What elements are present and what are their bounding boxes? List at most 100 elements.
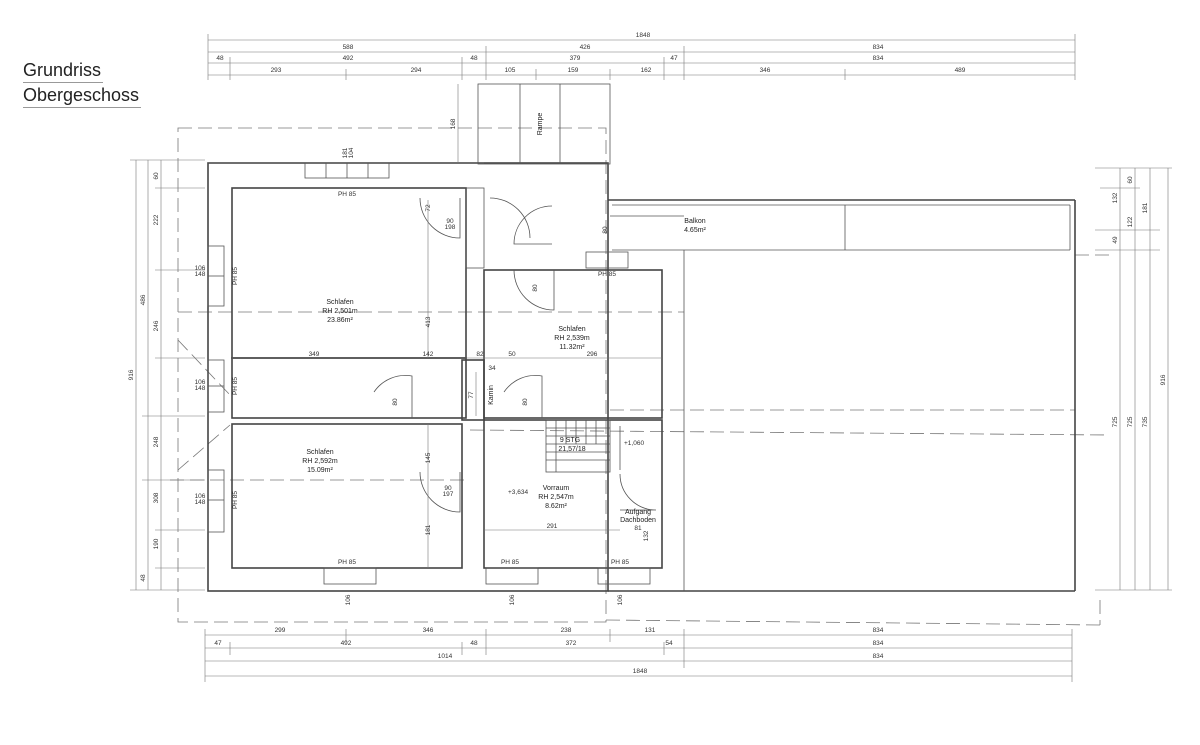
dim-142: 142 bbox=[423, 351, 434, 358]
dim-bottom-1014: 1014 bbox=[438, 653, 453, 660]
dim-bottom-834b: 834 bbox=[873, 640, 884, 647]
room-2-height: RH 2,539m bbox=[554, 335, 590, 342]
door-3 bbox=[513, 205, 553, 245]
bottom-dimension-chains bbox=[204, 629, 1073, 682]
room-3-name: Schlafen bbox=[306, 449, 333, 456]
interior-dimension-lines bbox=[232, 84, 662, 568]
stairs bbox=[545, 419, 621, 473]
door-label-90: 90 bbox=[446, 218, 454, 225]
dim-top-162: 162 bbox=[641, 67, 652, 74]
door-label-90b: 90 bbox=[444, 485, 452, 492]
room-2-name: Schlafen bbox=[558, 326, 585, 333]
kamin-label: Kamin bbox=[488, 385, 495, 405]
dim-bottom-834a: 834 bbox=[873, 627, 884, 634]
room-1-height: RH 2,501m bbox=[322, 308, 358, 315]
dim-top-426: 426 bbox=[580, 44, 591, 51]
room-4-area: 8.62m² bbox=[545, 503, 567, 510]
dim-bottom-238: 238 bbox=[561, 627, 572, 634]
dachboden-label: Dachboden bbox=[620, 517, 656, 524]
level-label-2: +3,634 bbox=[508, 489, 528, 496]
dim-left-190: 190 bbox=[153, 538, 160, 549]
dim-right-122: 122 bbox=[1127, 216, 1134, 227]
dim-top-346: 346 bbox=[760, 67, 771, 74]
dim-413: 413 bbox=[425, 316, 432, 327]
dim-left-48: 48 bbox=[140, 574, 147, 582]
dim-296: 296 bbox=[587, 351, 598, 358]
room-3-area: 15.09m² bbox=[307, 467, 333, 474]
door-1 bbox=[419, 197, 461, 239]
dim-top-492: 492 bbox=[343, 55, 354, 62]
door-5 bbox=[373, 375, 413, 418]
win-label-106a: 106 bbox=[195, 265, 206, 272]
dim-bottom-48: 48 bbox=[470, 640, 478, 647]
dim-349: 349 bbox=[309, 351, 320, 358]
dim-bottom-47: 47 bbox=[214, 640, 222, 647]
doors bbox=[373, 197, 657, 513]
dim-right-916: 916 bbox=[1160, 374, 1167, 385]
door-6 bbox=[503, 375, 543, 418]
room-2-area: 11.32m² bbox=[559, 344, 585, 351]
window-left-3 bbox=[207, 469, 225, 533]
window-bottom-3 bbox=[597, 567, 651, 585]
dim-top-489: 489 bbox=[955, 67, 966, 74]
dim-left-486: 486 bbox=[140, 294, 147, 305]
ph-label-3: PH 85 bbox=[338, 559, 356, 566]
dim-top-105: 105 bbox=[505, 67, 516, 74]
ph-label-2: PH 85 bbox=[598, 271, 616, 278]
room-3-height: RH 2,592m bbox=[302, 458, 338, 465]
window-middle bbox=[585, 251, 629, 269]
room-4-name: Vorraum bbox=[543, 485, 570, 492]
room-schlafen-3: Schlafen RH 2,592m 15.09m² bbox=[302, 449, 338, 474]
door-label-80a: 80 bbox=[392, 398, 399, 406]
dim-left-60: 60 bbox=[153, 172, 160, 180]
room-5-area: 4.65m² bbox=[684, 227, 706, 234]
dim-top-379: 379 bbox=[570, 55, 581, 62]
top-dimension-chains bbox=[207, 34, 1076, 80]
stairs-label: 9 STG bbox=[560, 437, 580, 444]
dim-291: 291 bbox=[547, 523, 558, 530]
aufgang-label: Aufgang bbox=[625, 509, 651, 516]
dim-right-49: 49 bbox=[1112, 236, 1119, 244]
dashed-outlines bbox=[170, 127, 1111, 626]
dim-top-834a: 834 bbox=[873, 44, 884, 51]
room-balkon: Balkon 4.65m² bbox=[684, 218, 706, 234]
plan-title: Grundriss Obergeschoss bbox=[23, 58, 142, 108]
door-7 bbox=[419, 471, 461, 513]
door-2 bbox=[489, 197, 531, 239]
dim-bottom-299: 299 bbox=[275, 627, 286, 634]
rampe-label: Rampe bbox=[537, 113, 544, 136]
win-label-bottom-3: 106 bbox=[617, 594, 624, 605]
door-label-197: 197 bbox=[443, 491, 454, 498]
win-label-106b: 106 bbox=[195, 379, 206, 386]
dim-top-48a: 48 bbox=[216, 55, 224, 62]
dim-bottom-346: 346 bbox=[423, 627, 434, 634]
ph-label-1: PH 85 bbox=[338, 191, 356, 198]
dim-181: 181 bbox=[425, 524, 432, 535]
dim-right-735: 735 bbox=[1142, 416, 1149, 427]
room-1-name: Schlafen bbox=[326, 299, 353, 306]
stairs-dim-label: 21,57/18 bbox=[558, 446, 585, 453]
dim-top-159: 159 bbox=[568, 67, 579, 74]
dim-72: 72 bbox=[425, 204, 432, 212]
left-dimension-chains bbox=[130, 159, 205, 591]
dim-left-246: 246 bbox=[153, 320, 160, 331]
win-label-106c: 106 bbox=[195, 493, 206, 500]
dim-bottom-131: 131 bbox=[645, 627, 656, 634]
door-label-80c: 80 bbox=[532, 284, 539, 292]
dim-bottom-492: 492 bbox=[341, 640, 352, 647]
title-line-2: Obergeschoss bbox=[23, 83, 142, 108]
room-5-name: Balkon bbox=[684, 218, 706, 225]
ph-label-7: PH 85 bbox=[232, 377, 239, 395]
dim-top-294: 294 bbox=[411, 67, 422, 74]
dim-left-308: 308 bbox=[153, 492, 160, 503]
dim-top-293: 293 bbox=[271, 67, 282, 74]
dim-left-248: 248 bbox=[153, 436, 160, 447]
windows bbox=[207, 162, 651, 585]
dim-right-181: 181 bbox=[1142, 202, 1149, 213]
win-label-bottom-1: 106 bbox=[345, 594, 352, 605]
win-label-104: 104 bbox=[348, 147, 355, 158]
dim-34: 34 bbox=[488, 365, 496, 372]
door-8 bbox=[619, 473, 657, 511]
dim-top-47: 47 bbox=[670, 55, 678, 62]
